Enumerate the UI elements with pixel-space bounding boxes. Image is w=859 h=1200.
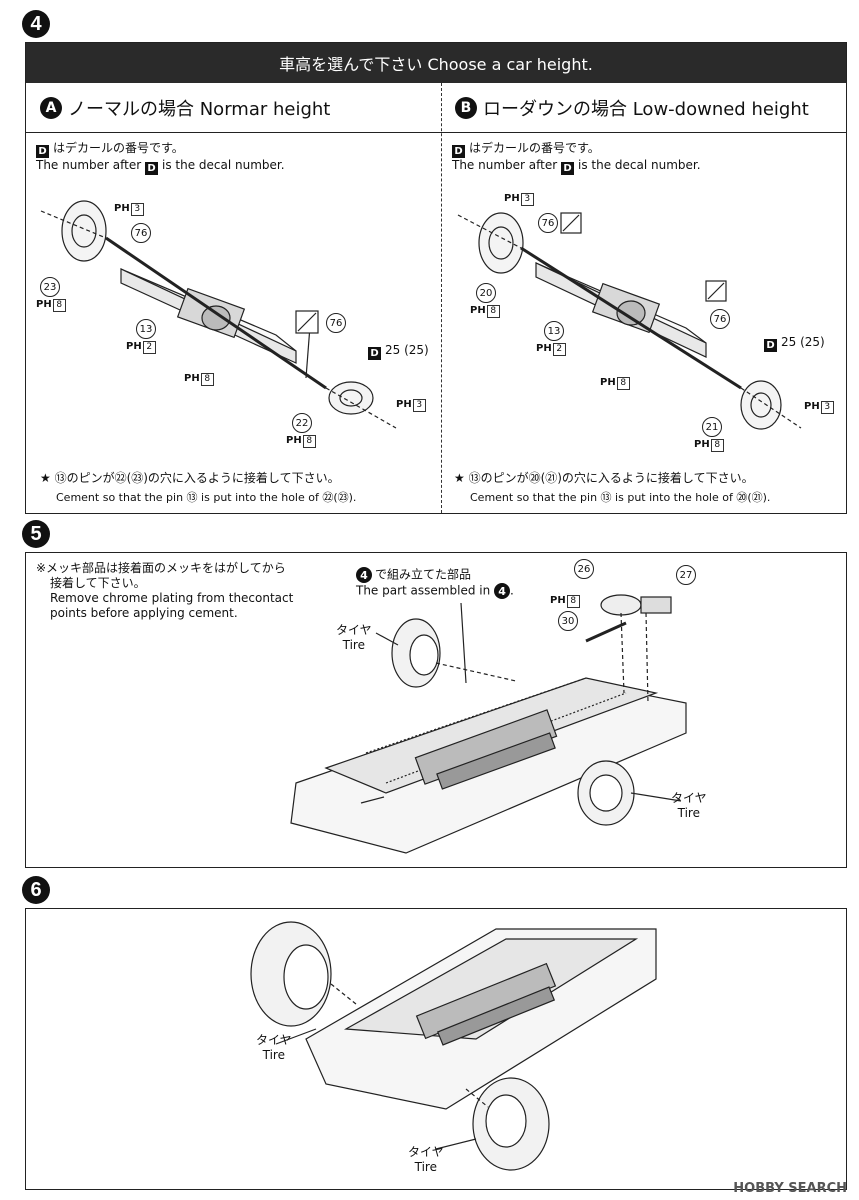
tire-en: Tire xyxy=(677,806,700,820)
assembled-en: The part assembled in xyxy=(356,583,491,598)
tire-label: タイヤ Tire xyxy=(408,1145,444,1175)
part-30: 30 xyxy=(558,611,578,631)
column-divider xyxy=(441,83,442,513)
decal-d-icon: D xyxy=(561,162,574,175)
option-b-title: ローダウンの場合 Low-downed height xyxy=(483,98,809,120)
decal-d-icon: D xyxy=(452,145,465,158)
decal-d-icon: D xyxy=(145,162,158,175)
instruction-jp: ★ ⑬のピンが⑳(㉑)の穴に入るように接着して下さい。 xyxy=(454,471,754,485)
tire-en: Tire xyxy=(262,1048,285,1062)
tire-en: Tire xyxy=(342,638,365,652)
decal-d-icon: D xyxy=(36,145,49,158)
part-13: 13 xyxy=(544,321,564,341)
part-76: 76 xyxy=(326,313,346,333)
step-4-ref-badge: 4 xyxy=(494,583,511,599)
step-4-number: 4 xyxy=(22,10,50,38)
part-76: 76 xyxy=(710,309,730,329)
option-b-instruction: ★ ⑬のピンが⑳(㉑)の穴に入るように接着して下さい。 Cement so th… xyxy=(454,471,844,505)
chrome-note-en1: Remove chrome plating from thecontact xyxy=(50,591,294,605)
option-a-header: A ノーマルの場合 Normar height xyxy=(26,83,441,133)
decal-note-en-pre: The number after xyxy=(452,158,558,172)
option-b-header: B ローダウンの場合 Low-downed height xyxy=(441,83,846,133)
tire-en: Tire xyxy=(414,1160,437,1174)
watermark: HOBBY SEARCH xyxy=(733,1181,847,1196)
decal-note-jp: はデカールの番号です。 xyxy=(53,141,184,155)
tire-jp: タイヤ xyxy=(256,1033,292,1047)
step-5-chassis-diagram xyxy=(290,594,687,854)
option-a-instruction: ★ ⑬のピンが㉒(㉓)の穴に入るように接着して下さい。 Cement so th… xyxy=(40,471,435,505)
tire-jp: タイヤ xyxy=(408,1145,444,1159)
instruction-en: Cement so that the pin ⑬ is put into the… xyxy=(56,491,357,504)
part-21: 21 xyxy=(702,417,722,437)
option-a-axle-diagram xyxy=(40,200,397,429)
part-23: 23 xyxy=(40,277,60,297)
option-b-badge: B xyxy=(455,96,477,119)
part-76: 76 xyxy=(131,223,151,243)
step-5-number: 5 xyxy=(22,520,50,548)
decal-note-en-pre: The number after xyxy=(36,158,142,172)
chrome-note-en2: points before applying cement. xyxy=(50,606,238,620)
step-4-ref-badge: 4 xyxy=(356,567,372,583)
part-76: 76 xyxy=(538,213,558,233)
decal-note-en-post: is the decal number. xyxy=(578,158,701,172)
tire-label: タイヤ Tire xyxy=(336,623,372,653)
part-27: 27 xyxy=(676,565,696,585)
decal-note-en-post: is the decal number. xyxy=(162,158,285,172)
part-26: 26 xyxy=(574,559,594,579)
step-6-chassis-diagram xyxy=(250,921,657,1171)
instruction-en: Cement so that the pin ⑬ is put into the… xyxy=(470,491,771,504)
part-13: 13 xyxy=(136,319,156,339)
part-22: 22 xyxy=(292,413,312,433)
instruction-jp: ★ ⑬のピンが㉒(㉓)の穴に入るように接着して下さい。 xyxy=(40,471,340,485)
chrome-note: ※メッキ部品は接着面のメッキをはがしてから 接着して下さい。 Remove ch… xyxy=(36,561,293,621)
tire-jp: タイヤ xyxy=(336,623,372,637)
step-6-panel: タイヤ Tire タイヤ Tire xyxy=(25,908,847,1190)
step-4-panel: 車高を選んで下さい Choose a car height. A ノーマルの場合… xyxy=(25,42,847,514)
step-6-number: 6 xyxy=(22,876,50,904)
step-5-panel: ※メッキ部品は接着面のメッキをはがしてから 接着して下さい。 Remove ch… xyxy=(25,552,847,868)
tire-label: タイヤ Tire xyxy=(256,1033,292,1063)
step-4-banner: 車高を選んで下さい Choose a car height. xyxy=(26,43,846,83)
tire-label: タイヤ Tire xyxy=(671,791,707,821)
tire-jp: タイヤ xyxy=(671,791,707,805)
chrome-note-jp2: 接着して下さい。 xyxy=(50,576,146,590)
chrome-note-jp1: ※メッキ部品は接着面のメッキをはがしてから xyxy=(36,561,286,575)
option-a-title: ノーマルの場合 Normar height xyxy=(68,98,331,120)
part-20: 20 xyxy=(476,283,496,303)
decal-note-jp: はデカールの番号です。 xyxy=(469,141,600,155)
assembled-jp: で組み立てた部品 xyxy=(375,567,472,582)
option-a-badge: A xyxy=(40,96,62,119)
